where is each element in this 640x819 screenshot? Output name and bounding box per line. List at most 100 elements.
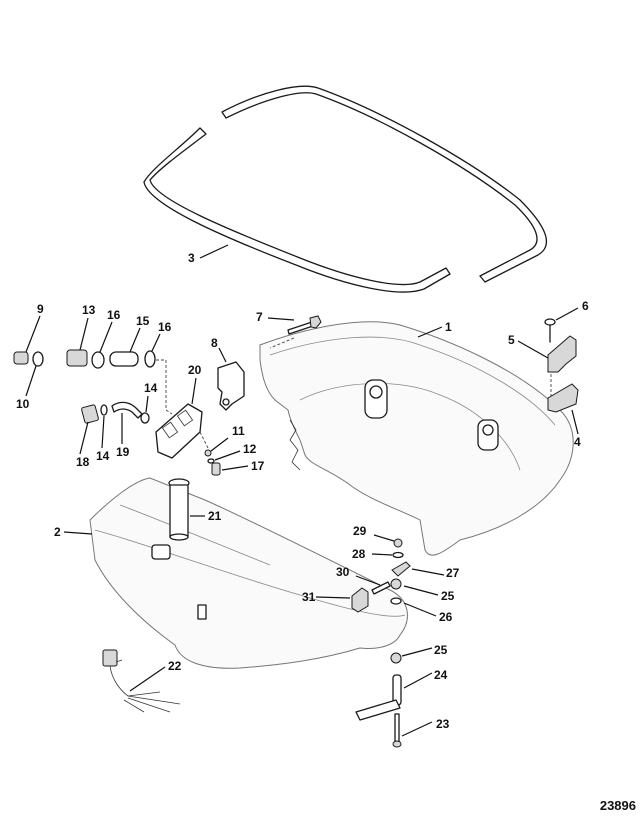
callout-8: 8 (211, 336, 218, 350)
leader-26 (403, 602, 437, 617)
part-25-nut-lower (390, 652, 402, 664)
leader-13 (79, 317, 89, 351)
leader-28 (371, 553, 393, 556)
leader-20 (191, 377, 197, 405)
part-28-washer (392, 551, 404, 559)
part-4-clamp-bottom (547, 383, 579, 413)
callout-7: 7 (256, 310, 263, 324)
leader-7 (267, 317, 295, 321)
leader-5 (517, 340, 549, 359)
leader-16a (99, 321, 113, 353)
part-19-hose (111, 401, 143, 419)
part-2-bottom-cowl-front (89, 477, 408, 669)
part-16-clamp-left (91, 351, 105, 369)
part-10-washer (32, 351, 44, 367)
part-13-fitting (66, 349, 88, 367)
part-12-washer (207, 458, 215, 464)
callout-22: 22 (168, 659, 182, 673)
leader-22 (129, 666, 166, 692)
part-5-clamp-top (547, 335, 577, 373)
callout-2: 2 (54, 525, 61, 539)
leader-25b (401, 647, 433, 657)
callout-17: 17 (251, 459, 265, 473)
part-16-clamp-right (144, 350, 156, 368)
part-3-seal (143, 85, 548, 293)
callout-16a: 16 (107, 308, 121, 322)
leader-24 (403, 672, 433, 689)
leader-15 (129, 327, 141, 353)
leader-1 (417, 326, 443, 338)
part-25-grommet-upper (390, 578, 402, 590)
part-7-screw (287, 315, 322, 335)
part-22-switch-harness (102, 649, 181, 713)
diagram-reference-id: 23896 (599, 798, 636, 813)
callout-18: 18 (76, 455, 90, 469)
callout-15: 15 (136, 314, 150, 328)
part-30-screw (371, 581, 391, 595)
callout-13: 13 (82, 303, 96, 317)
callout-16b: 16 (158, 320, 172, 334)
part-29-nut (393, 538, 403, 548)
leader-12 (214, 450, 241, 461)
part-14-clamp-right (140, 412, 150, 424)
callout-26: 26 (439, 610, 453, 624)
leader-8 (218, 347, 227, 363)
leader-18 (79, 421, 89, 455)
part-14-clamp-left (100, 404, 108, 416)
leader-30 (355, 575, 381, 586)
callout-21: 21 (208, 509, 222, 523)
callout-14a: 14 (96, 449, 110, 463)
part-1-bottom-cowl-rear (259, 321, 574, 556)
leader-2 (63, 531, 93, 535)
callout-30: 30 (336, 565, 350, 579)
callout-25a: 25 (441, 589, 455, 603)
callout-24: 24 (434, 668, 448, 682)
leader-25a (403, 585, 439, 596)
callout-10: 10 (16, 397, 30, 411)
callout-11: 11 (232, 424, 245, 438)
leader-27 (411, 568, 445, 576)
callout-27: 27 (446, 566, 460, 580)
leader-29 (373, 534, 395, 542)
part-11-nut (204, 449, 212, 457)
callout-19: 19 (116, 445, 130, 459)
callout-6: 6 (582, 299, 589, 313)
part-18-connector (81, 404, 99, 424)
part-6-screw (544, 318, 556, 343)
callout-1: 1 (445, 320, 452, 334)
callout-28: 28 (352, 547, 366, 561)
callout-20: 20 (188, 363, 202, 377)
callout-31: 31 (302, 590, 316, 604)
callout-23: 23 (436, 717, 450, 731)
leader-6 (555, 307, 579, 321)
part-8-bracket (217, 361, 245, 411)
part-23-bolt (392, 713, 402, 748)
leader-14b (145, 395, 149, 413)
callout-5: 5 (508, 333, 515, 347)
callout-14b: 14 (144, 381, 158, 395)
callout-29: 29 (353, 524, 367, 538)
leader-17 (221, 465, 249, 471)
callout-9: 9 (37, 302, 44, 316)
callout-3: 3 (188, 251, 195, 265)
leader-4 (571, 409, 579, 435)
part-9-grommet (13, 351, 29, 365)
leader-23 (401, 721, 433, 737)
leader-3 (199, 244, 229, 259)
part-27-plate (391, 561, 411, 577)
leader-10 (25, 365, 37, 397)
callout-25b: 25 (434, 643, 448, 657)
callout-12: 12 (243, 442, 257, 456)
leader-11 (210, 437, 229, 452)
leader-16b (151, 333, 161, 352)
leader-9 (25, 315, 41, 353)
part-24-lever (355, 674, 402, 721)
part-20-boot (155, 403, 203, 459)
leader-14a (101, 415, 105, 449)
part-21-tube (168, 478, 190, 541)
part-31-bracket (351, 587, 369, 613)
part-17-fitting (211, 462, 221, 476)
part-15-hose (109, 351, 139, 367)
callout-4: 4 (574, 435, 581, 449)
